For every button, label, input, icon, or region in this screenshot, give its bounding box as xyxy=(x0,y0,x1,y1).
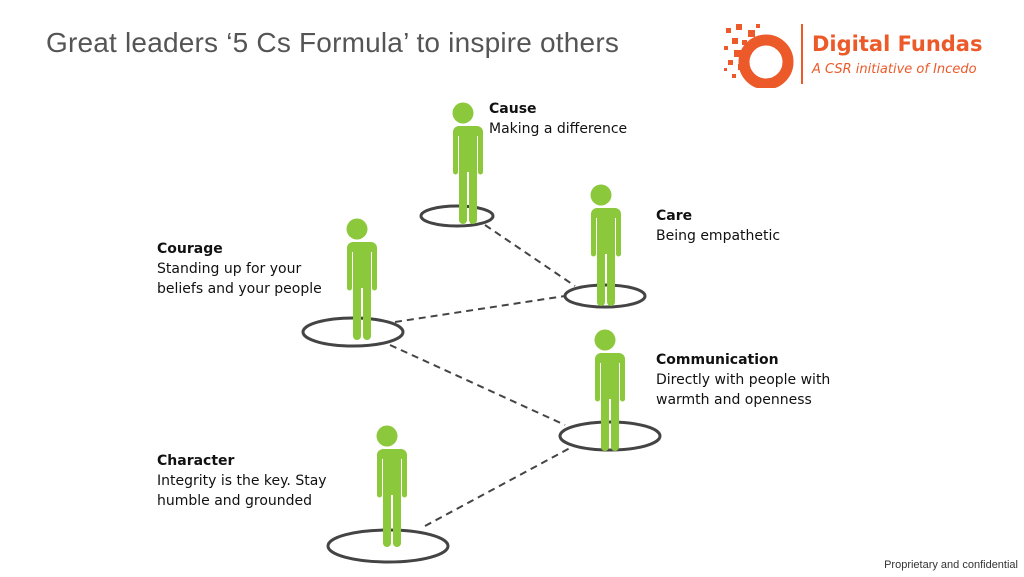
person-icon-care xyxy=(587,184,621,306)
digital-fundas-logo-icon xyxy=(724,24,794,88)
item-title: Courage xyxy=(157,241,223,257)
slide-title: Great leaders ‘5 Cs Formula’ to inspire … xyxy=(46,27,620,58)
logo-divider xyxy=(801,24,803,84)
item-desc: Standing up for your beliefs and your pe… xyxy=(157,261,322,297)
connector-cause-care xyxy=(484,224,576,287)
platform-communication xyxy=(558,420,662,452)
dashed-connectors xyxy=(389,224,576,527)
connector-courage-communication xyxy=(389,344,566,426)
platform-cause xyxy=(419,204,495,228)
item-desc: Making a difference xyxy=(489,121,628,137)
person-icon-courage xyxy=(343,218,377,340)
item-desc: Directly with people with warmth and ope… xyxy=(656,372,831,408)
item-title: Care xyxy=(656,208,693,224)
connector-courage-care xyxy=(394,295,566,323)
person-icon-communication xyxy=(591,329,625,451)
brand-name: Digital Fundas xyxy=(812,32,983,56)
connector-character-communication xyxy=(424,447,571,527)
item-title: Cause xyxy=(489,101,537,117)
item-desc: Being empathetic xyxy=(656,228,781,244)
item-desc: Integrity is the key. Stay humble and gr… xyxy=(157,473,327,509)
item-title: Communication xyxy=(656,352,779,368)
brand-tagline: A CSR initiative of Incedo xyxy=(812,62,977,77)
item-title: Character xyxy=(157,453,235,469)
footer-confidential: Proprietary and confidential xyxy=(884,559,1018,571)
